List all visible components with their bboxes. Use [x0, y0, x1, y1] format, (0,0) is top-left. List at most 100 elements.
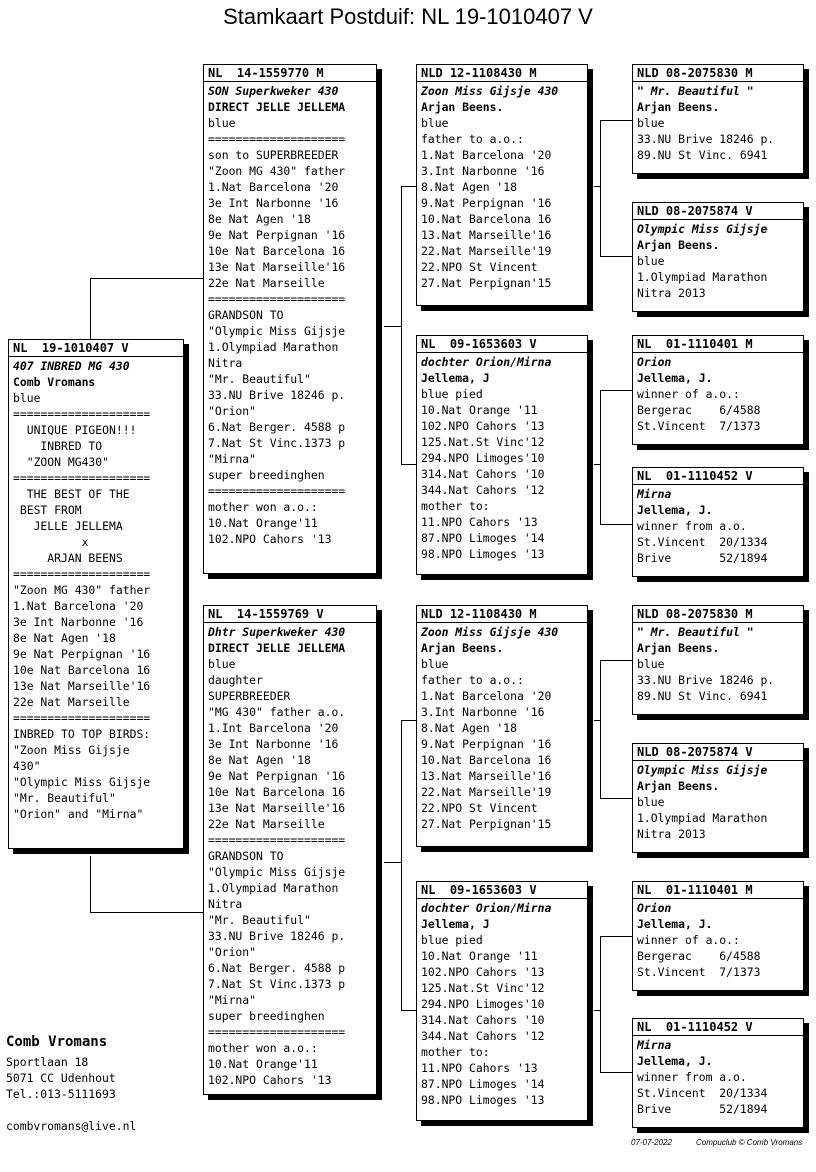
card-line: mother won a.o.: — [208, 500, 318, 514]
pigeon-name: Mirna — [637, 487, 672, 501]
card-line: 1.Nat Barcelona '20 — [421, 689, 552, 703]
card-line: 3.Int Narbonne '16 — [421, 164, 545, 178]
card-line: 294.NPO Limoges'10 — [421, 997, 545, 1011]
card-line: "Olympic Miss Gijsje — [208, 865, 346, 879]
ring-number: NLD 08-2075874 V — [633, 744, 803, 761]
card-line: 98.NPO Limoges '13 — [421, 1093, 545, 1107]
owner-city: 5071 CC Udenhout — [6, 1071, 116, 1085]
footer-credit: Compuclub © Comb Vromans — [696, 1138, 803, 1147]
card-line: GRANDSON TO — [208, 308, 284, 322]
card-line: 89.NU St Vinc. 6941 — [637, 148, 768, 162]
card-line: 314.Nat Cahors '10 — [421, 1013, 545, 1027]
card-line: 102.NPO Cahors '13 — [208, 1073, 332, 1087]
breeder-name: Arjan Beens. — [637, 238, 720, 252]
card-line: 11.NPO Cahors '13 — [421, 515, 538, 529]
pigeon-name: Mirna — [637, 1038, 672, 1052]
card-line: 10e Nat Barcelona 16 — [208, 244, 346, 258]
card-line: 344.Nat Cahors '12 — [421, 1029, 545, 1043]
card-line: 3e Int Narbonne '16 — [208, 737, 339, 751]
card-line: ==================== — [208, 292, 346, 306]
card-line: 9e Nat Perpignan '16 — [208, 228, 346, 242]
card-line: Bergerac 6/4588 — [637, 949, 761, 963]
card-line: 125.Nat.St Vinc'12 — [421, 435, 545, 449]
card-line: "Orion" — [208, 945, 257, 959]
ring-number: NL 09-1653603 V — [417, 882, 587, 899]
card-line: 3e Int Narbonne '16 — [13, 615, 144, 629]
connector-dam-top — [401, 720, 417, 721]
card-line: ==================== — [13, 407, 151, 421]
ring-number: NL 01-1110452 V — [633, 1019, 803, 1036]
card-line: blue — [208, 116, 236, 130]
connector-dd-bottom — [600, 1072, 632, 1073]
connector-dd-mid — [594, 1010, 600, 1011]
card-line: 7.Nat St Vinc.1373 p — [208, 977, 346, 991]
card-line: Bergerac 6/4588 — [637, 403, 761, 417]
pigeon-name: " Mr. Beautiful " — [637, 84, 754, 98]
card-line: 294.NPO Limoges'10 — [421, 451, 545, 465]
card-line: 102.NPO Cahors '13 — [421, 419, 545, 433]
connector-ss-bottom — [600, 256, 632, 257]
owner-email[interactable]: combvromans@live.nl — [6, 1119, 137, 1133]
card-line: 1.Int Barcelona '20 — [208, 721, 339, 735]
card-line: mother to: — [421, 1045, 490, 1059]
card-line: "Zoon MG 430" father — [13, 583, 151, 597]
card-line: Brive 52/1894 — [637, 1102, 768, 1116]
card-line: JELLE JELLEMA — [13, 519, 123, 533]
card-line: winner from a.o. — [637, 519, 747, 533]
card-line: 1.Nat Barcelona '20 — [208, 180, 339, 194]
card-line: 10.Nat Orange'11 — [208, 516, 318, 530]
card-line: Nitra — [208, 356, 243, 370]
card-line: ==================== — [13, 567, 151, 581]
connector-sire-parents — [384, 326, 401, 327]
card-line: 22.NPO St Vincent — [421, 801, 538, 815]
card-line: SUPERBREEDER — [208, 689, 291, 703]
card-line: 27.Nat Perpignan'15 — [421, 276, 552, 290]
card-line: blue — [637, 254, 665, 268]
card-line: St.Vincent 7/1373 — [637, 965, 761, 979]
card-line: 33.NU Brive 18246 p. — [637, 673, 775, 687]
ring-number: NLD 08-2075830 M — [633, 606, 803, 623]
card-sss[interactable]: NLD 08-2075830 M" Mr. Beautiful "Arjan B… — [632, 64, 804, 174]
card-line: 9e Nat Perpignan '16 — [13, 647, 151, 661]
footer-date: 07-07-2022 — [631, 1138, 672, 1147]
connector-ds-mid — [594, 720, 600, 721]
connector-ss-bracket — [600, 120, 601, 256]
page-title: Stamkaart Postduif: NL 19-1010407 V — [223, 4, 593, 29]
card-line: 98.NPO Limoges '13 — [421, 547, 545, 561]
pigeon-name: SON Superkweker 430 — [208, 84, 339, 98]
card-line: 3.Int Narbonne '16 — [421, 705, 545, 719]
card-line: "Zoon Miss Gijsje — [13, 743, 130, 757]
connector-sd-bracket — [600, 390, 601, 524]
card-line: blue — [421, 116, 449, 130]
card-line: 13e Nat Marseille'16 — [13, 679, 151, 693]
card-line: "Mirna" — [208, 452, 257, 466]
connector-ds-top — [600, 660, 632, 661]
card-line: 87.NPO Limoges '14 — [421, 531, 545, 545]
card-dss[interactable]: NLD 08-2075830 M" Mr. Beautiful "Arjan B… — [632, 605, 804, 715]
connector-sire-bracket — [401, 186, 402, 464]
card-line: super breedinghen — [208, 1009, 325, 1023]
pigeon-name: Olympic Miss Gijsje — [637, 763, 768, 777]
connector-ss-mid — [594, 186, 600, 187]
pigeon-name: dochter Orion/Mirna — [421, 355, 552, 369]
card-line: 9.Nat Perpignan '16 — [421, 737, 552, 751]
card-line: Brive 52/1894 — [637, 551, 768, 565]
card-line: 8.Nat Agen '18 — [421, 180, 518, 194]
owner-address: Sportlaan 18 — [6, 1055, 89, 1069]
card-line: father to a.o.: — [421, 673, 524, 687]
card-line: 344.Nat Cahors '12 — [421, 483, 545, 497]
card-line: 102.NPO Cahors '13 — [208, 532, 332, 546]
